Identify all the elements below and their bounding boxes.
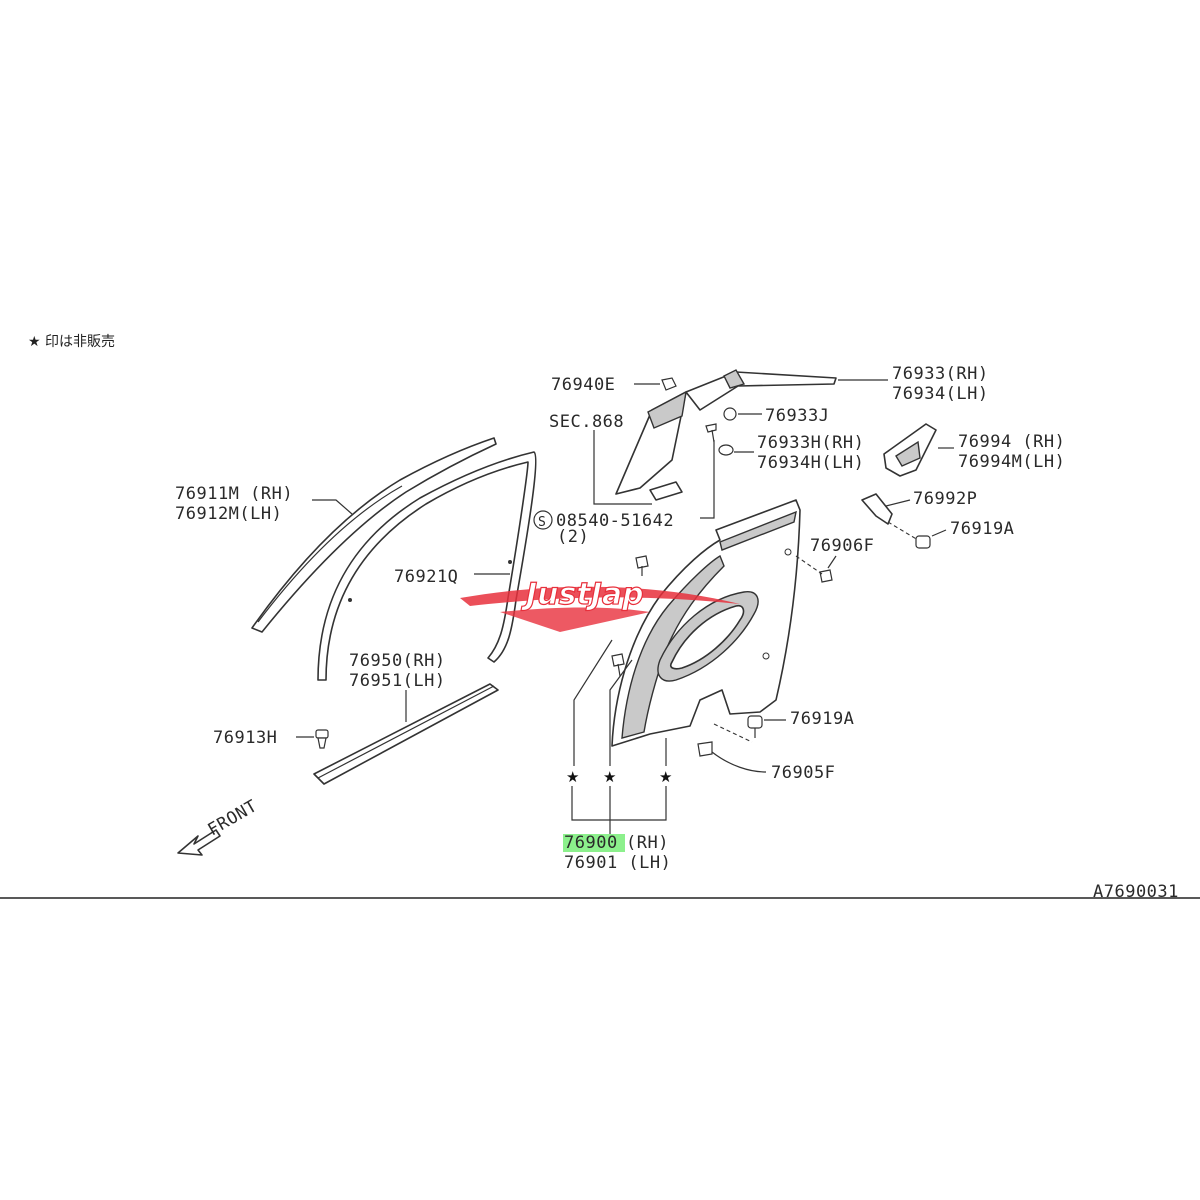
label-76933H-rh: 76933H(RH) xyxy=(757,433,864,453)
label-76921Q: 76921Q xyxy=(394,567,458,587)
leader-76905F xyxy=(711,751,767,773)
label-76940E: 76940E xyxy=(551,375,615,395)
label-76933J: 76933J xyxy=(765,406,829,426)
label-76934-lh: 76934(LH) xyxy=(892,384,989,404)
label-76901-lh: 76901 (LH) xyxy=(564,853,671,873)
label-76992P: 76992P xyxy=(913,489,977,509)
cover-plate-part xyxy=(649,481,683,501)
label-76934H-lh: 76934H(LH) xyxy=(757,453,864,473)
star-marker: ★ xyxy=(603,768,616,786)
leader-star-2 xyxy=(609,659,633,766)
label-76912M-lh: 76912M(LH) xyxy=(175,504,282,524)
bracket-76994-part xyxy=(883,423,937,477)
clip-76905F-icon xyxy=(697,741,713,757)
label-76933-rh: 76933(RH) xyxy=(892,364,989,384)
clip-76933J-icon xyxy=(723,407,737,421)
leader-76911M xyxy=(312,499,353,515)
label-08540-51642: 08540-51642 xyxy=(556,511,674,531)
leader-76900-bracket xyxy=(571,786,667,834)
clip-76933H-icon xyxy=(718,444,734,456)
front-arrow-icon xyxy=(177,829,221,856)
star-marker: ★ xyxy=(566,768,579,786)
leader-sec868 xyxy=(593,430,652,505)
pillar-moulding-part xyxy=(251,437,497,633)
label-76911M-rh: 76911M (RH) xyxy=(175,484,293,504)
non-sale-note: ★ 印は非販売 xyxy=(28,334,115,350)
label-76905F: 76905F xyxy=(771,763,835,783)
clip-76906F-icon xyxy=(819,569,833,583)
part-highlight xyxy=(563,834,625,852)
leader-76906F xyxy=(827,555,837,569)
quarter-trim-part xyxy=(611,499,801,747)
label-screw-s: S xyxy=(538,515,546,530)
label-76919A-bottom: 76919A xyxy=(790,709,854,729)
upper-pillar-trim-part xyxy=(615,369,837,495)
screw-icon xyxy=(705,423,717,443)
clip-76919A-bottom-icon xyxy=(747,715,763,738)
clip-trim-upper-icon xyxy=(635,555,649,576)
clip-trim-middle-icon xyxy=(611,653,625,677)
label-76919A-top: 76919A xyxy=(950,519,1014,539)
diagram-code: A7690031 xyxy=(1093,882,1179,902)
leader-star-1 xyxy=(573,639,613,766)
dash-76919A-top xyxy=(887,521,919,541)
leader-76992P xyxy=(885,499,911,507)
kicking-plate-part xyxy=(313,683,499,785)
front-label: FRONT xyxy=(205,796,261,840)
star-marker: ★ xyxy=(659,768,672,786)
dash-76919A-bottom xyxy=(713,723,753,743)
clip-76940E-icon xyxy=(661,377,677,391)
dash-76906F xyxy=(795,555,823,575)
watermark-text: JustJap xyxy=(521,577,644,612)
screw-s-icon xyxy=(533,510,553,530)
weatherstrip-part xyxy=(317,451,537,681)
clip-76919A-top-icon xyxy=(915,535,931,549)
label-76913H: 76913H xyxy=(213,728,277,748)
label-76950-rh: 76950(RH) xyxy=(349,651,446,671)
label-qty-2: (2) xyxy=(557,527,589,547)
label-76906F: 76906F xyxy=(810,536,874,556)
label-76900-rh: (RH) xyxy=(626,833,669,853)
leader-76919A-top xyxy=(931,529,947,537)
label-76994-rh: 76994 (RH) xyxy=(958,432,1065,452)
label-76900: 76900 xyxy=(564,833,618,853)
label-sec868: SEC.868 xyxy=(549,412,624,432)
bracket-76992P-part xyxy=(861,493,893,525)
leader-08540 xyxy=(700,440,715,519)
watermark-logo: JustJap xyxy=(460,576,740,632)
clip-76913H-icon xyxy=(315,729,329,749)
label-76994M-lh: 76994M(LH) xyxy=(958,452,1065,472)
label-76951-lh: 76951(LH) xyxy=(349,671,446,691)
